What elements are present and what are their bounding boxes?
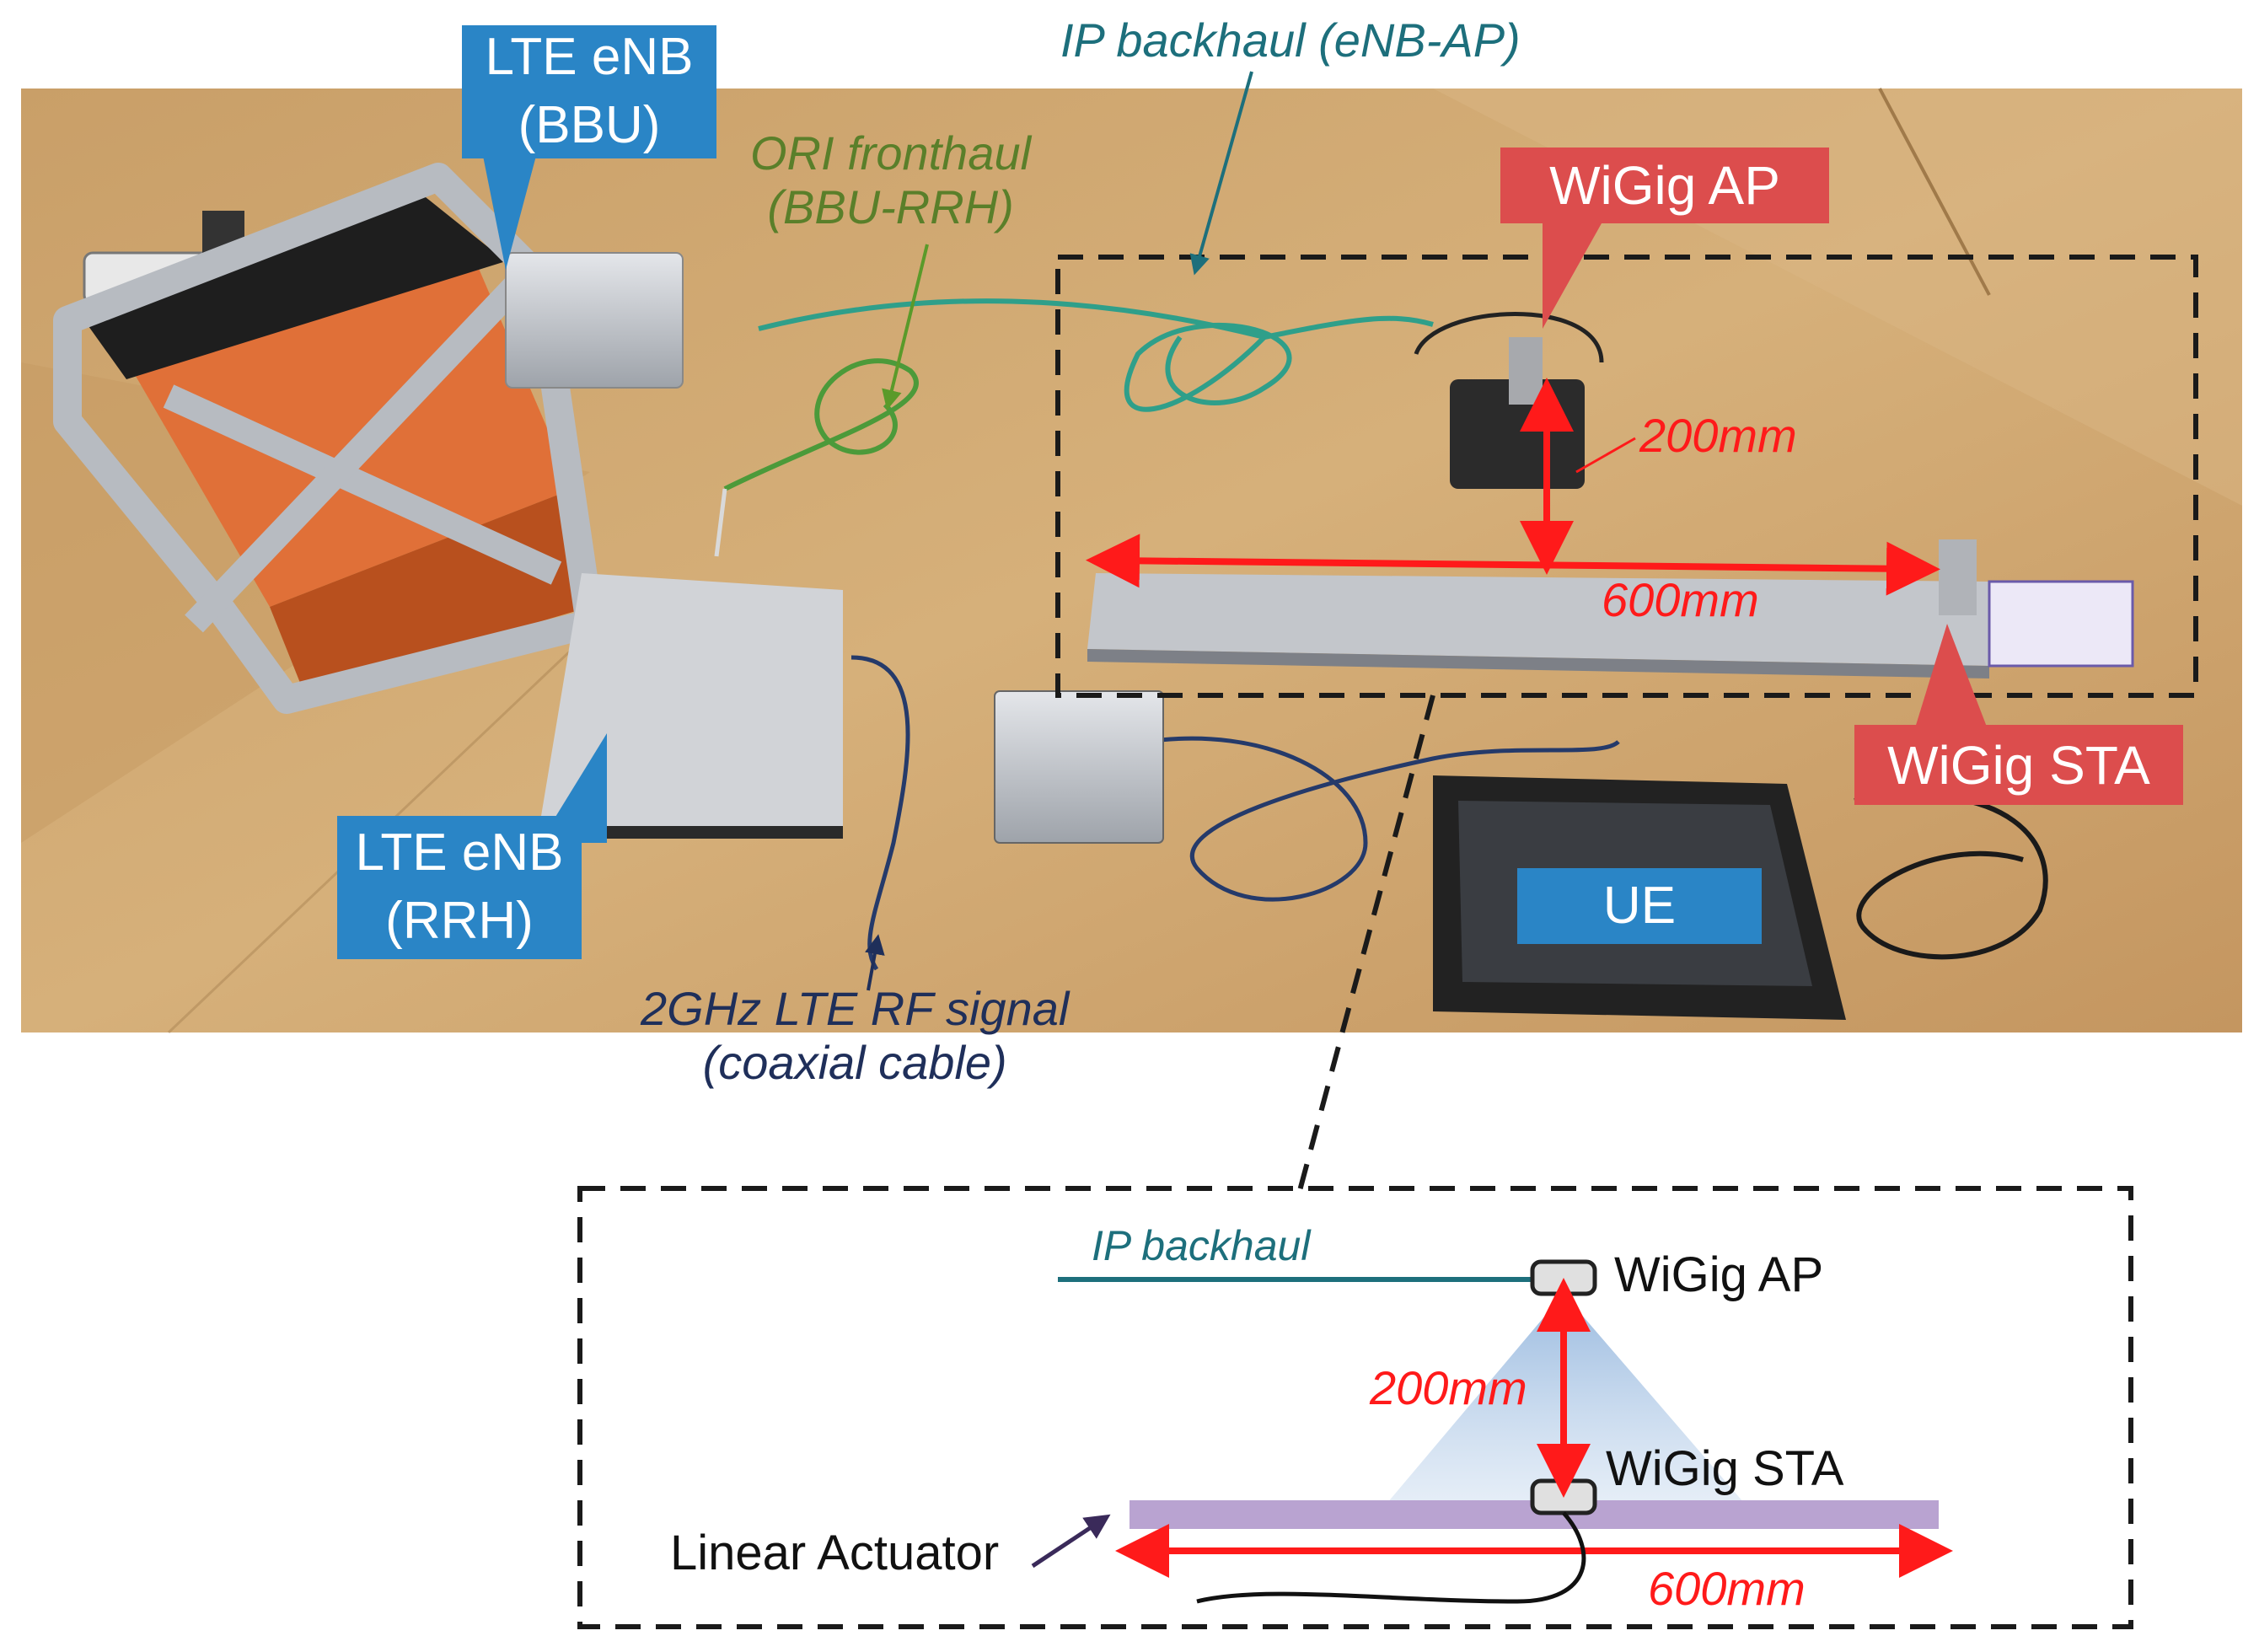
rf-signal-label: 2GHz LTE RF signal (coaxial cable) xyxy=(641,982,1070,1090)
attenuator-box xyxy=(994,690,1164,844)
diagram-actuator-pointer xyxy=(1031,1514,1111,1569)
wigig-ap-callout: WiGig AP xyxy=(1500,148,1829,223)
rrh-callout-text: LTE eNB (RRH) xyxy=(355,823,564,950)
switch-box xyxy=(505,252,684,389)
diagram-sta-cable xyxy=(1196,1511,1586,1604)
ori-fronthaul-label: ORI fronthaul (BBU-RRH) xyxy=(750,126,1032,234)
rrh-callout: LTE eNB (RRH) xyxy=(337,816,582,959)
wigig-sta-callout: WiGig STA xyxy=(1854,725,2183,805)
zoom-dashed-box xyxy=(1055,255,2198,698)
rf-signal-pointer xyxy=(865,934,885,991)
bbu-device xyxy=(53,163,604,714)
ori-fronthaul-cable xyxy=(723,358,919,491)
rrh-device xyxy=(539,573,843,839)
diagram-600mm-label: 600mm xyxy=(1648,1562,1806,1615)
zoom-connector-line xyxy=(1296,695,1435,1198)
photo-600mm-arrow xyxy=(1086,534,1940,596)
photo-600mm-label: 600mm xyxy=(1602,573,1759,626)
ue-callout-text: UE xyxy=(1602,876,1677,935)
ue-callout: UE xyxy=(1517,868,1762,944)
diagram-dashed-box xyxy=(577,1186,2133,1629)
bbu-callout: LTE eNB (BBU) xyxy=(462,25,716,158)
diagram-wigig-sta-label: WiGig STA xyxy=(1606,1441,1844,1496)
diagram-ip-backhaul-label: IP backhaul xyxy=(1092,1222,1311,1269)
bbu-callout-text: LTE eNB (BBU) xyxy=(485,28,694,154)
wigig-sta-callout-text: WiGig STA xyxy=(1887,734,2150,796)
diagram-actuator-label: Linear Actuator xyxy=(670,1526,1000,1580)
diagram-sta-box xyxy=(1530,1478,1597,1515)
diagram-wigig-ap-label: WiGig AP xyxy=(1614,1247,1824,1302)
ori-fronthaul-pointer xyxy=(882,244,929,410)
wigig-ap-callout-text: WiGig AP xyxy=(1549,155,1780,216)
diagram-200mm-label: 200mm xyxy=(1370,1361,1527,1414)
photo-200mm-label: 200mm xyxy=(1639,409,1797,462)
ip-backhaul-cable xyxy=(758,298,1292,412)
diagram-ap-box xyxy=(1530,1259,1597,1296)
linear-actuator-photo xyxy=(1087,539,2134,678)
ip-backhaul-label: IP backhaul (eNB-AP) xyxy=(1060,13,1521,67)
ip-backhaul-pointer xyxy=(1189,71,1253,276)
